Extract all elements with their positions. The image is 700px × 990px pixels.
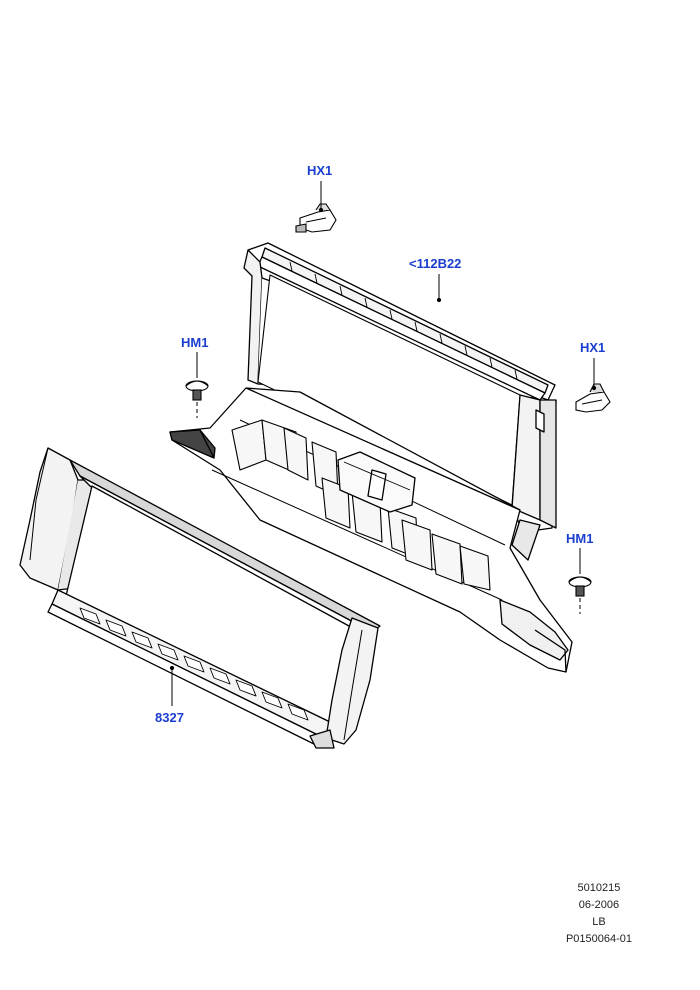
callout-hm1-right[interactable]: HM1	[566, 531, 594, 546]
info-date: 06-2006	[578, 899, 620, 911]
callout-hm1-left[interactable]: HM1	[181, 335, 209, 350]
radiator-shroud	[169, 242, 573, 673]
callout-hx1-right[interactable]: HX1	[580, 340, 606, 355]
info-code: LB	[592, 916, 606, 928]
hm1-pin-right	[568, 576, 592, 597]
info-number: 5010215	[577, 882, 621, 894]
illustration-info: 5010215 06-2006 LB P0150064-01	[566, 880, 632, 948]
callout-hx1-top[interactable]: HX1	[307, 163, 333, 178]
callout-112b22[interactable]: <112B22	[409, 256, 462, 271]
callout-8327[interactable]: 8327	[155, 710, 184, 725]
hm1-pin-left	[185, 380, 209, 401]
info-illustration-id: P0150064-01	[565, 933, 632, 945]
leader-lines	[169, 181, 597, 706]
front-grille-frame	[19, 447, 381, 749]
hx1-clip-top	[295, 203, 337, 233]
